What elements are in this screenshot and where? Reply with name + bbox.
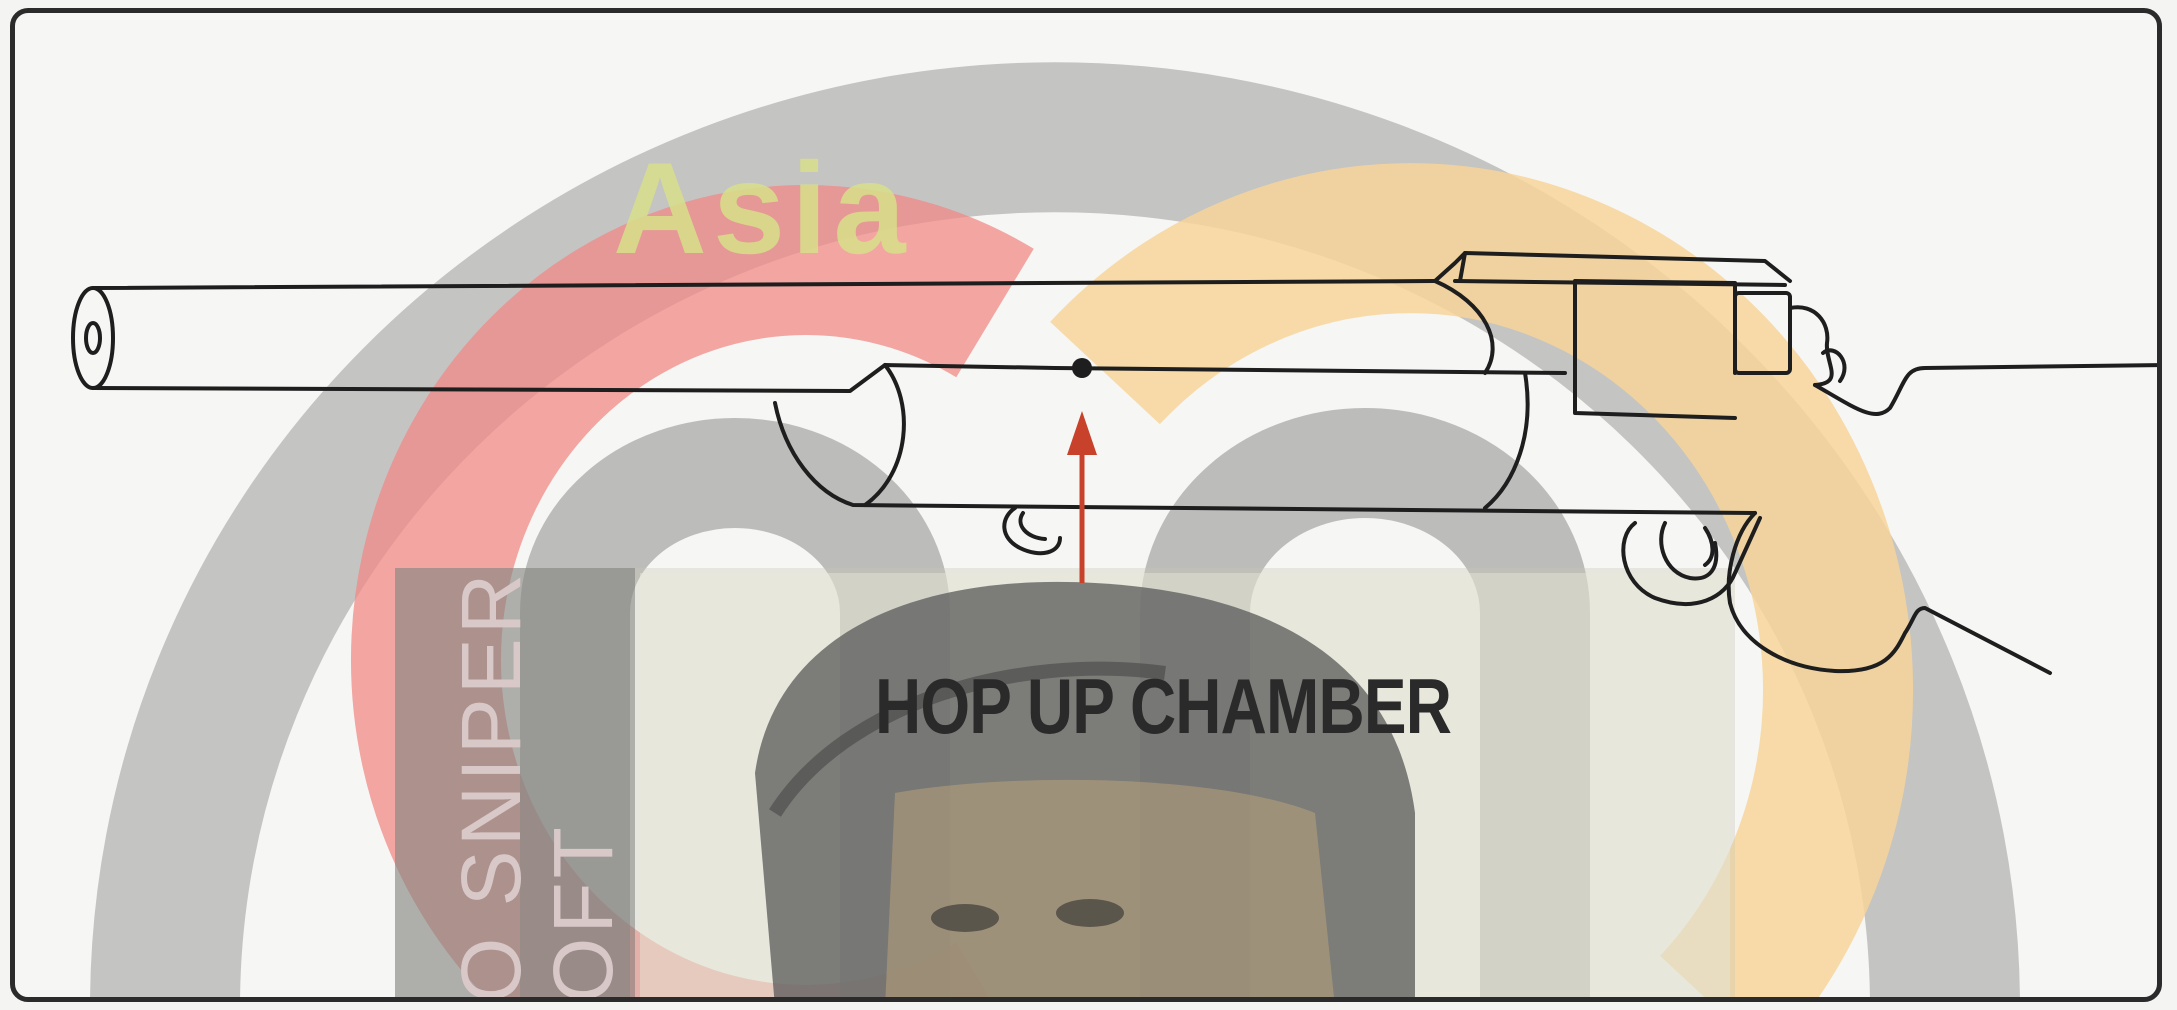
manual-figure-frame: Asia O SNIPER OFT: [10, 8, 2162, 1002]
hop-up-chamber-label: HOP UP CHAMBER: [875, 661, 1400, 752]
dot-icon: [1072, 358, 1092, 378]
up-arrow-icon: [1067, 411, 1097, 455]
hop-up-callout-arrow: [15, 13, 2162, 1002]
